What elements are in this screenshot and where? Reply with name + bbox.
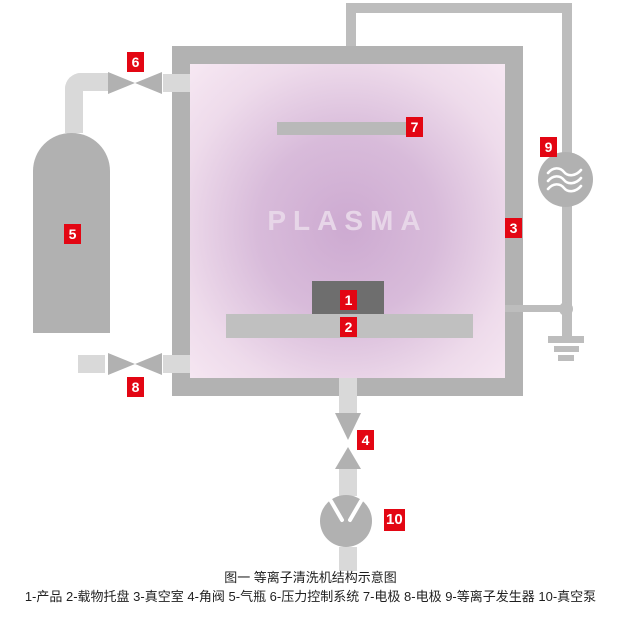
ground-bar-small	[558, 355, 574, 361]
valve4-top-triangle	[335, 413, 361, 440]
valve6-left-triangle	[108, 72, 135, 94]
plasma-label: PLASMA	[267, 205, 428, 236]
label-7-electrode: 7	[406, 117, 423, 137]
label-5-gas-bottle: 5	[64, 224, 81, 244]
figure-legend: 1-产品 2-载物托盘 3-真空室 4-角阀 5-气瓶 6-压力控制系统 7-电…	[24, 589, 597, 604]
ground-bar-large	[548, 336, 584, 343]
label-8-electrode: 8	[127, 377, 144, 397]
generator-wave-icon	[546, 167, 583, 193]
valve-to-pump-pipe	[339, 469, 357, 496]
valve8-open-stub	[78, 355, 105, 373]
wire-ground-horizontal	[505, 305, 563, 312]
label-10-vacuum-pump: 10	[384, 509, 405, 531]
label-4-angle-valve: 4	[357, 430, 374, 450]
label-1-product: 1	[340, 290, 357, 310]
label-6-pressure-control: 6	[127, 52, 144, 72]
ground-bar-medium	[554, 346, 579, 352]
plasma-generator-circle	[538, 152, 593, 207]
label-2-tray: 2	[340, 317, 357, 337]
figure-title: 图一 等离子清洗机结构示意图	[224, 570, 397, 585]
pump-outlet-pipe	[339, 547, 357, 571]
pump-vane-icon	[329, 499, 363, 522]
valve8-left-triangle	[108, 353, 135, 375]
valve4-bottom-triangle	[335, 447, 361, 469]
valve6-right-triangle	[135, 72, 162, 94]
wire-top-horizontal	[346, 3, 572, 13]
valve6-wall-stub	[163, 74, 190, 92]
label-9-generator: 9	[540, 137, 557, 157]
chamber-outlet-pipe	[339, 378, 357, 413]
vacuum-pump-circle	[320, 495, 372, 547]
electrode-bar	[277, 122, 415, 135]
label-3-chamber: 3	[505, 218, 522, 238]
valve8-wall-stub	[163, 355, 190, 373]
bottle-outlet-pipe	[65, 73, 108, 133]
valve8-right-triangle	[135, 353, 162, 375]
